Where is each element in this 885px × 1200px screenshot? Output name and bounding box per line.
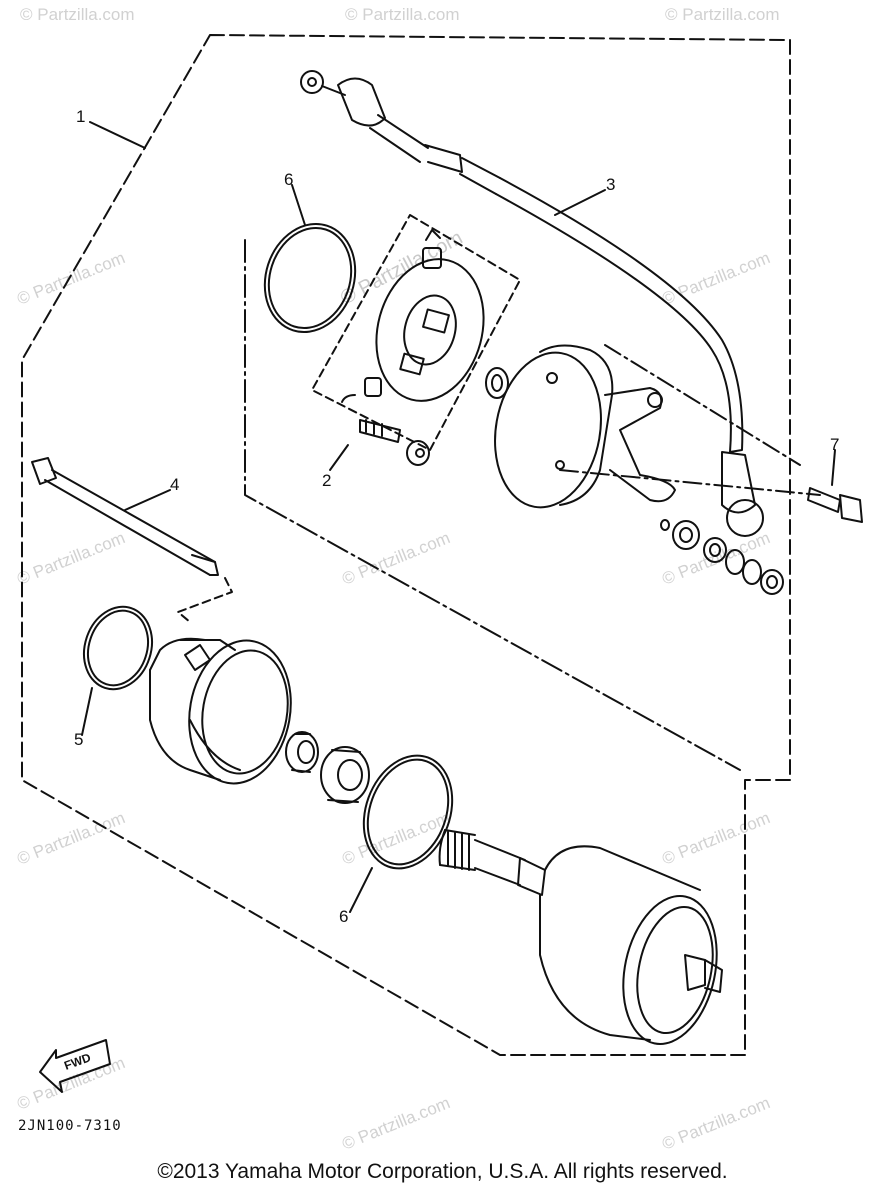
armature-yoke <box>438 829 723 1045</box>
callouts: 1 2 3 4 5 6 6 7 <box>74 107 839 926</box>
callout-2: 2 <box>322 471 331 490</box>
svg-text:© Partzilla.com: © Partzilla.com <box>14 248 127 309</box>
svg-text:© Partzilla.com: © Partzilla.com <box>659 248 772 309</box>
svg-text:© Partzilla.com: © Partzilla.com <box>20 5 135 24</box>
leader-1 <box>89 121 146 149</box>
washer-small <box>406 440 430 466</box>
svg-text:© Partzilla.com: © Partzilla.com <box>345 5 460 24</box>
callout-5: 5 <box>74 730 83 749</box>
bearing-small <box>285 731 319 773</box>
washer <box>485 367 509 399</box>
bolt-alignment-line-2 <box>604 344 801 466</box>
svg-text:© Partzilla.com: © Partzilla.com <box>337 227 466 310</box>
svg-text:© Partzilla.com: © Partzilla.com <box>14 528 127 589</box>
starter-cable <box>300 70 764 537</box>
svg-text:© Partzilla.com: © Partzilla.com <box>339 808 452 869</box>
callout-6-bottom: 6 <box>339 907 348 926</box>
leader-5 <box>81 687 93 736</box>
part-code: 2JN100-7310 <box>18 1118 122 1134</box>
svg-text:© Partzilla.com: © Partzilla.com <box>659 808 772 869</box>
washer-stack <box>660 519 784 595</box>
svg-text:© Partzilla.com: © Partzilla.com <box>14 808 127 869</box>
leader-6a <box>291 184 306 226</box>
brush-holder <box>341 229 485 443</box>
leader-6b <box>349 867 373 913</box>
long-through-bolt <box>31 457 219 576</box>
leader-4 <box>124 489 171 511</box>
front-housing <box>149 637 292 785</box>
callout-6-top: 6 <box>284 170 293 189</box>
bolt-alignment-line <box>559 469 821 496</box>
rear-cover-boundary <box>244 239 741 771</box>
o-ring-top <box>263 222 357 334</box>
callout-7: 7 <box>830 435 839 454</box>
brush-holder-boundary <box>311 214 521 451</box>
bolt-link-line <box>177 577 233 623</box>
leader-2 <box>329 444 349 471</box>
o-ring-lower <box>362 754 454 870</box>
leader-7 <box>831 449 836 486</box>
rear-cover <box>494 344 676 509</box>
svg-text:© Partzilla.com: © Partzilla.com <box>665 5 780 24</box>
bolt-short <box>807 487 863 523</box>
callout-4: 4 <box>170 475 179 494</box>
copyright-text: ©2013 Yamaha Motor Corporation, U.S.A. A… <box>157 1160 728 1183</box>
assembly-boundary <box>21 34 791 1056</box>
leader-3 <box>554 189 606 216</box>
svg-text:© Partzilla.com: © Partzilla.com <box>659 1093 772 1154</box>
fwd-arrow-icon <box>39 1039 111 1093</box>
callout-3: 3 <box>606 175 615 194</box>
svg-text:© Partzilla.com: © Partzilla.com <box>339 1093 452 1154</box>
bearing-large <box>320 746 370 804</box>
callout-1: 1 <box>76 107 85 126</box>
o-ring-left <box>83 605 153 691</box>
